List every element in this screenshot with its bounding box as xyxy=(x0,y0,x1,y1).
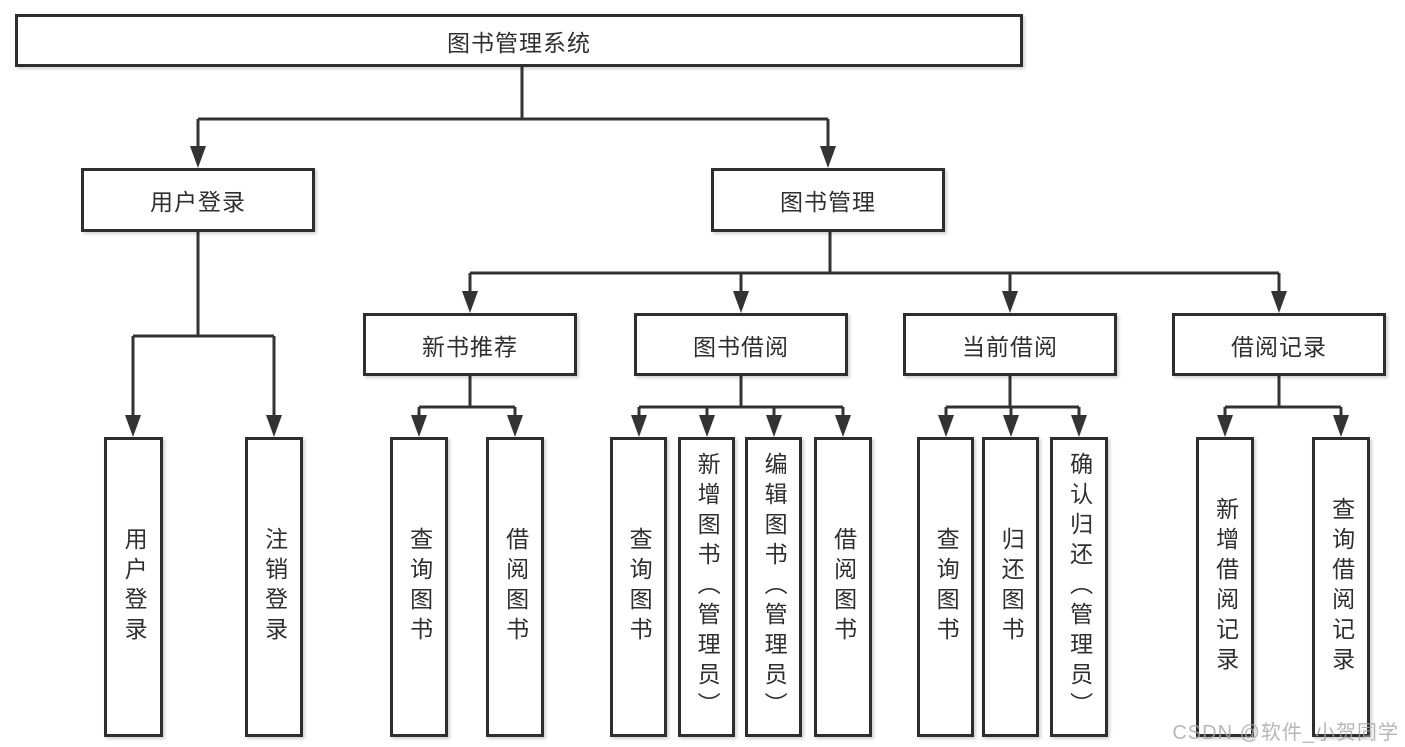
connector-book-management-to-level3 xyxy=(468,232,1281,293)
watermark: CSDN @软件_小贺同学 xyxy=(1172,722,1399,744)
node-query-books-recommend: 查询图书 xyxy=(390,437,448,737)
node-login: 用户登录 xyxy=(104,437,163,737)
arrowheads-level3 xyxy=(462,291,1287,313)
arrowheads-new-book-children xyxy=(411,415,523,437)
node-add-borrow-record: 新增借阅记录 xyxy=(1196,437,1254,737)
connector-book-borrowing-children xyxy=(637,376,845,417)
node-new-book-recommend: 新书推荐 xyxy=(363,313,577,376)
node-confirm-return-admin: 确认归还（管理员） xyxy=(1050,437,1108,737)
node-borrow-books: 借阅图书 xyxy=(814,437,872,737)
arrowheads-level2 xyxy=(190,146,836,168)
node-edit-book-admin: 编辑图书（管理员） xyxy=(745,437,802,737)
node-root: 图书管理系统 xyxy=(15,14,1023,67)
node-borrowing-records: 借阅记录 xyxy=(1172,313,1386,376)
node-user-login: 用户登录 xyxy=(81,168,315,232)
arrowheads-book-borrowing-children xyxy=(631,415,851,437)
arrowheads-borrowing-records-children xyxy=(1217,415,1349,437)
arrowheads-user-login-children xyxy=(125,415,282,437)
node-query-books-borrowing: 查询图书 xyxy=(610,437,667,737)
node-add-book-admin: 新增图书（管理员） xyxy=(678,437,735,737)
connector-current-borrowing-children xyxy=(944,376,1081,417)
arrowheads-current-borrowing-children xyxy=(938,415,1087,437)
node-book-borrowing: 图书借阅 xyxy=(634,313,848,376)
connector-new-book-children xyxy=(417,376,517,417)
node-borrow-books-recommend: 借阅图书 xyxy=(486,437,544,737)
node-return-books: 归还图书 xyxy=(982,437,1039,737)
node-logout: 注销登录 xyxy=(245,437,303,737)
node-book-management: 图书管理 xyxy=(711,168,945,232)
node-query-books-current: 查询图书 xyxy=(917,437,974,737)
connector-root-to-level2 xyxy=(196,67,830,148)
node-query-borrow-record: 查询借阅记录 xyxy=(1312,437,1370,737)
connector-user-login-children xyxy=(131,232,276,417)
connector-borrowing-records-children xyxy=(1223,376,1343,417)
node-current-borrowing: 当前借阅 xyxy=(903,313,1117,376)
